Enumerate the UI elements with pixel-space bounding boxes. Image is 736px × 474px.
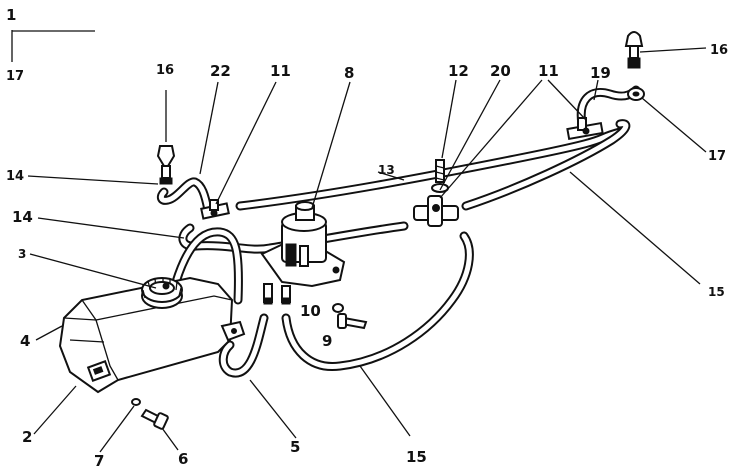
label-16-left: 16 [156,63,174,78]
nozzle-16-left [156,145,176,185]
label-15-right: 15 [708,285,725,299]
callout-labels: 1 17 16 22 11 8 12 20 11 19 16 17 14 13 … [6,6,728,470]
label-6: 6 [178,450,188,468]
label-3: 3 [18,247,26,261]
label-4: 4 [20,332,30,350]
label-8: 8 [344,64,354,82]
label-11-right: 11 [538,62,559,80]
washer-pump [260,201,346,305]
label-17-right: 17 [708,149,726,164]
label-17-top-left: 17 [6,69,24,84]
screw-12 [431,159,449,193]
hose-14-lower [178,221,409,254]
label-1: 1 [6,6,16,24]
label-12: 12 [448,62,469,80]
upper-hose-13 [235,127,625,211]
nozzle-16-right [624,31,644,69]
reservoir-feed-hose [171,227,243,305]
label-13: 13 [378,163,395,177]
connector-11-left [200,199,230,220]
label-2: 2 [22,428,32,446]
label-11-left: 11 [270,62,291,80]
label-7: 7 [94,452,104,470]
label-14-lower: 14 [12,208,33,226]
hose-15-upper [461,119,631,211]
label-16-right: 16 [710,43,728,58]
label-14-upper: 14 [6,169,24,184]
hose-15-lower [281,231,474,371]
label-20: 20 [490,62,511,80]
label-9: 9 [322,332,332,350]
label-22: 22 [210,62,231,80]
hose-22 [156,177,213,215]
filler-cap [141,277,183,309]
washer-7 [131,398,141,406]
leader-lines [27,47,707,453]
label-10: 10 [300,302,321,320]
label-15-bottom: 15 [406,448,427,466]
washer-10 [332,303,344,313]
screw-6 [140,408,169,430]
t-connector-20 [413,195,459,227]
screw-9 [337,313,368,330]
label-5: 5 [290,438,300,456]
grommet-17 [627,87,645,101]
label-19: 19 [590,64,611,82]
connector-11-right [566,117,604,141]
assembly-bracket [11,30,95,62]
hose-5 [218,313,269,378]
